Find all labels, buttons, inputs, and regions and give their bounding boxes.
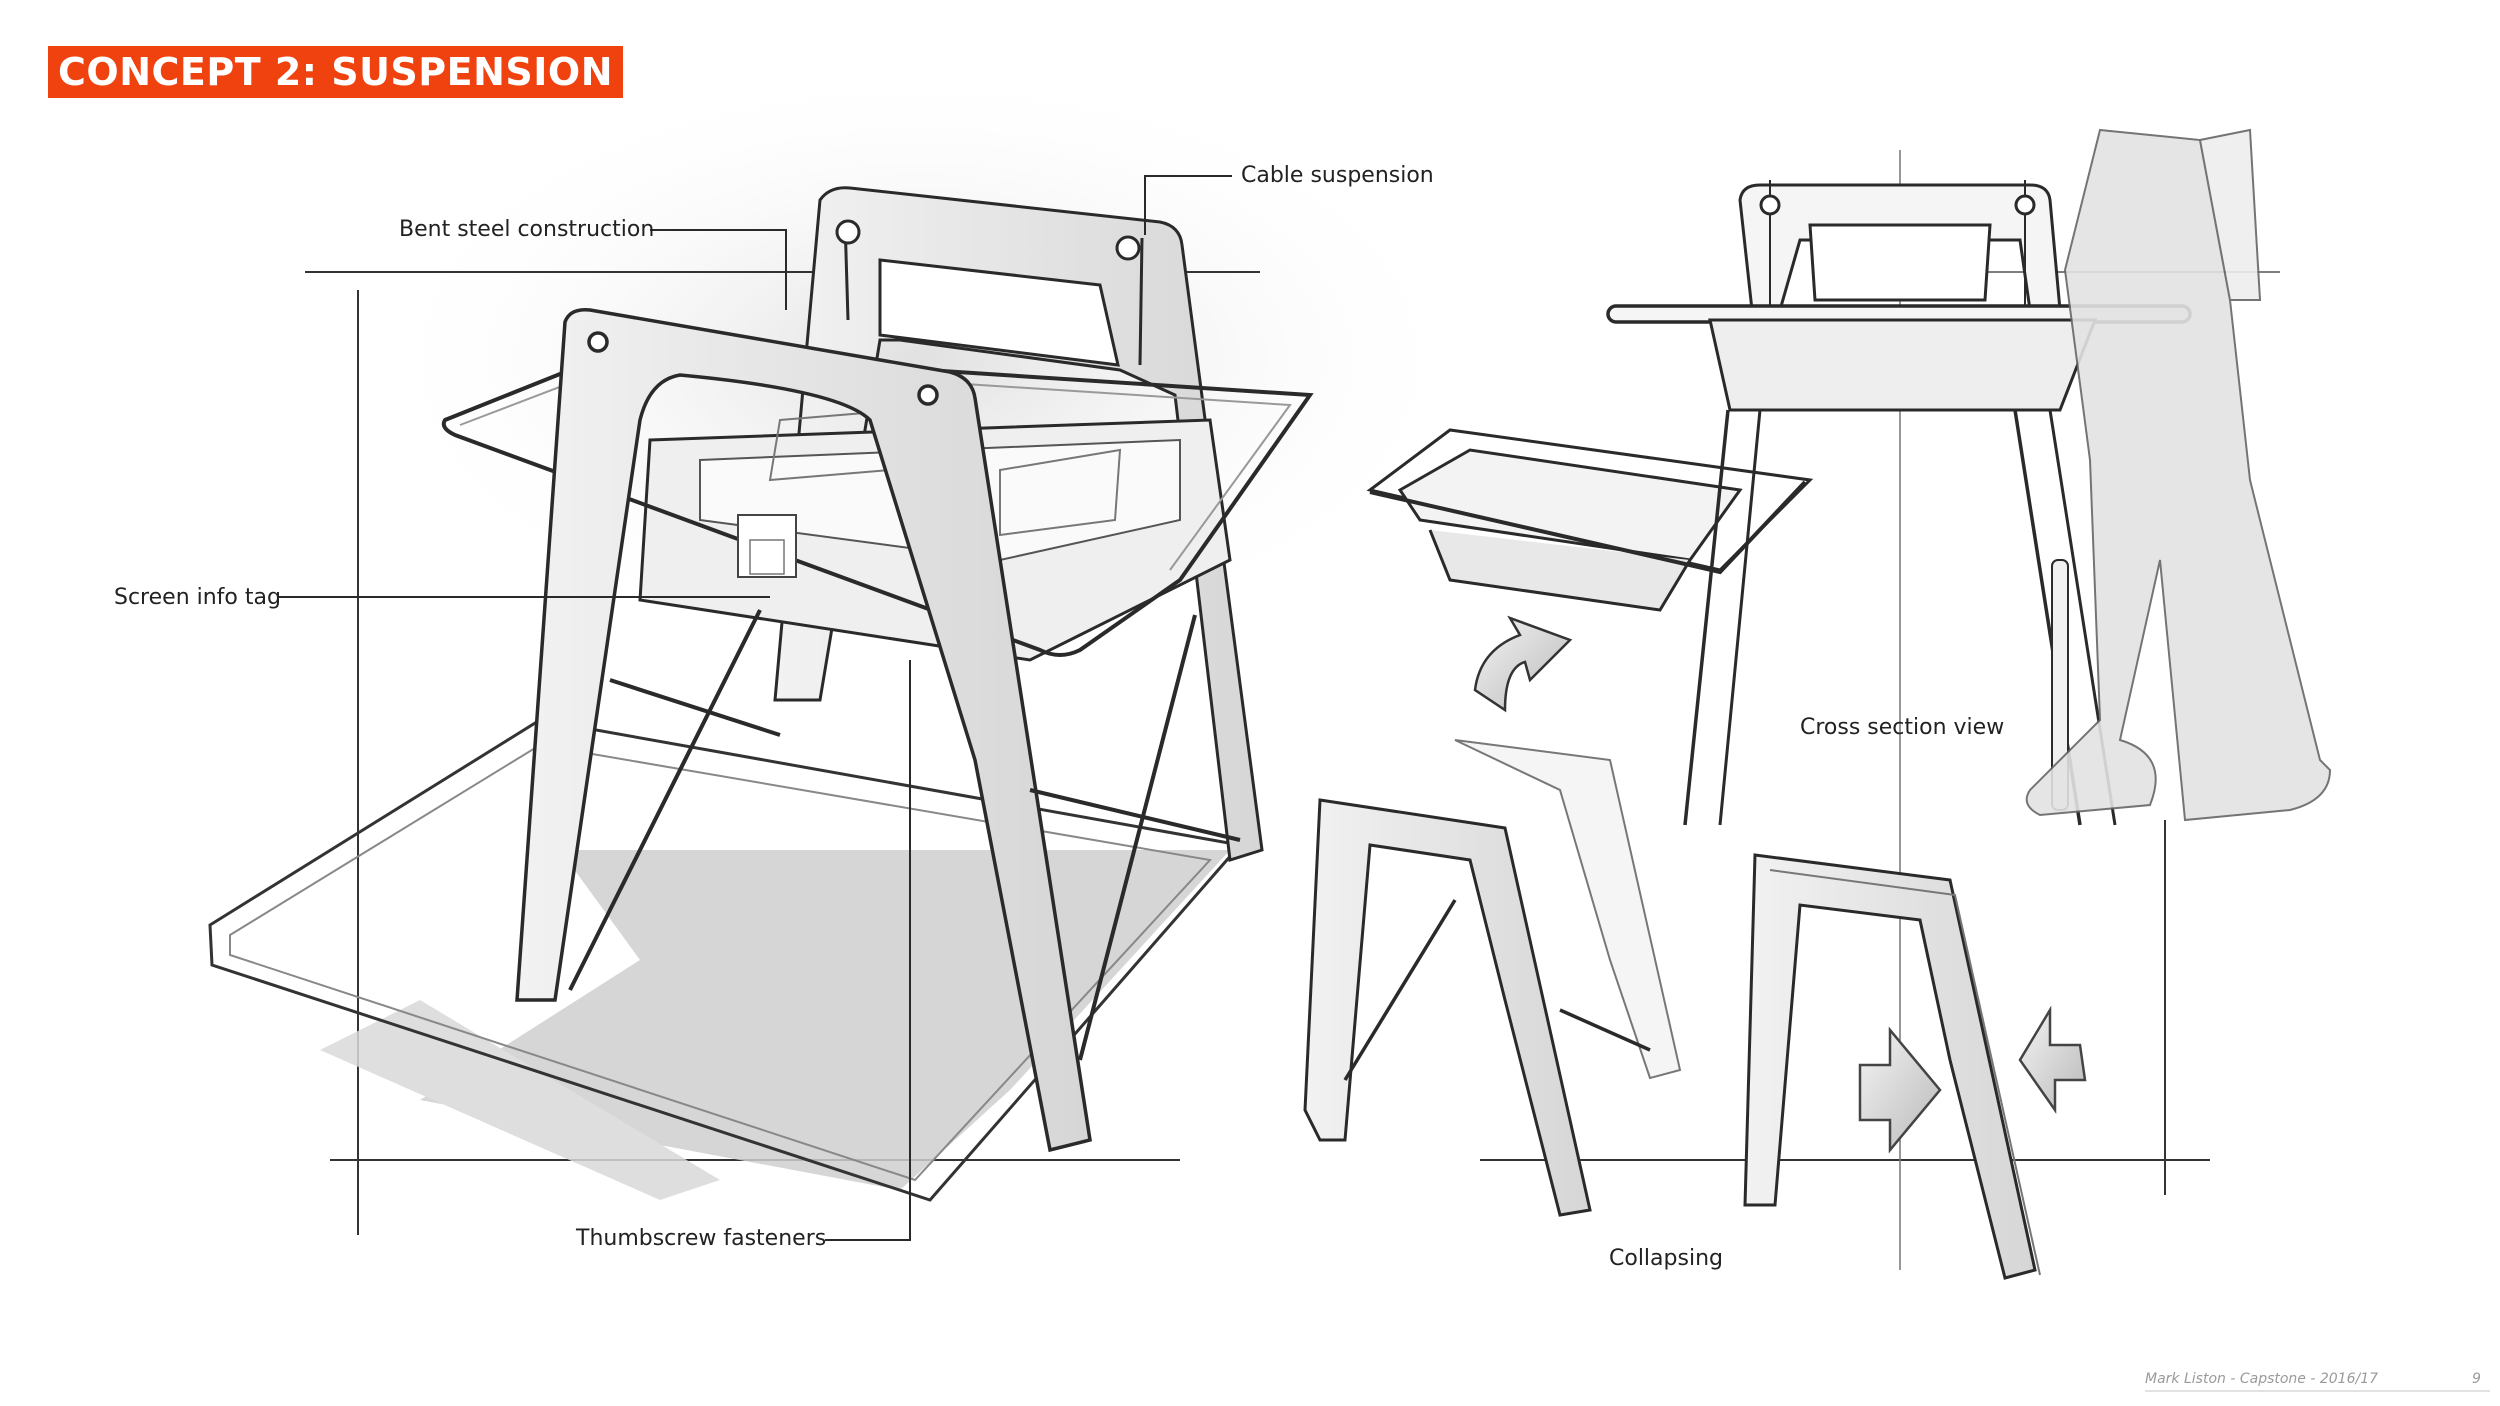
main-cables: [835, 219, 1144, 366]
label-cross-section: Cross section view: [1800, 715, 2005, 740]
collapsing-left: [1303, 739, 1682, 1217]
main-front-frame: [515, 308, 1092, 1153]
small-tray: [1366, 428, 1814, 612]
small-curved-arrow: [1473, 615, 1573, 713]
collapse-arrows: [1858, 1005, 2087, 1154]
collapsing-right: [1743, 853, 2041, 1280]
callout-cable-suspension: Cable suspension: [1241, 163, 1434, 188]
person-silhouette: [2025, 128, 2332, 822]
callout-leaders: [278, 175, 1232, 1241]
cross-section-view: [1606, 180, 2192, 826]
main-shadow: [320, 850, 1230, 1200]
callout-thumbscrew: Thumbscrew fasteners: [576, 1226, 827, 1251]
main-cross-braces: [568, 609, 1241, 1061]
callout-screen-info-tag: Screen info tag: [114, 585, 281, 610]
footer-rule: [2145, 1390, 2490, 1392]
page-title: CONCEPT 2: SUSPENSION: [48, 46, 624, 98]
page-number: 9: [2472, 1371, 2481, 1387]
label-collapsing: Collapsing: [1609, 1246, 1723, 1271]
callout-bent-steel: Bent steel construction: [399, 217, 655, 242]
footer-credit: Mark Liston - Capstone - 2016/17: [2145, 1371, 2379, 1387]
